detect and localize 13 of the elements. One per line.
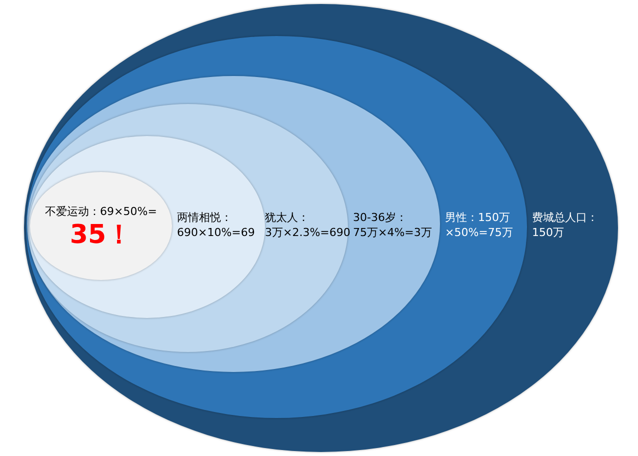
ellipse-label: 费城总人口： [532, 210, 598, 225]
ellipse-label: 3万×2.3%=690 [265, 225, 350, 240]
ellipse-label: ×50%=75万 [445, 225, 513, 240]
ellipse-label: 30-36岁： [353, 210, 407, 225]
ellipse-label: 150万 [532, 225, 564, 240]
result-number: 35！ [70, 219, 132, 252]
ellipse-label: 男性：150万 [445, 210, 510, 225]
ellipse-label: 75万×4%=3万 [353, 225, 432, 240]
ellipse-label: 不爱运动：69×50%= [45, 204, 157, 219]
nested-ellipse [30, 172, 172, 280]
ellipse-label: 犹太人： [265, 210, 309, 225]
ellipse-label: 两情相悦： [177, 210, 232, 225]
ellipse-label: 690×10%=69 [177, 225, 255, 240]
